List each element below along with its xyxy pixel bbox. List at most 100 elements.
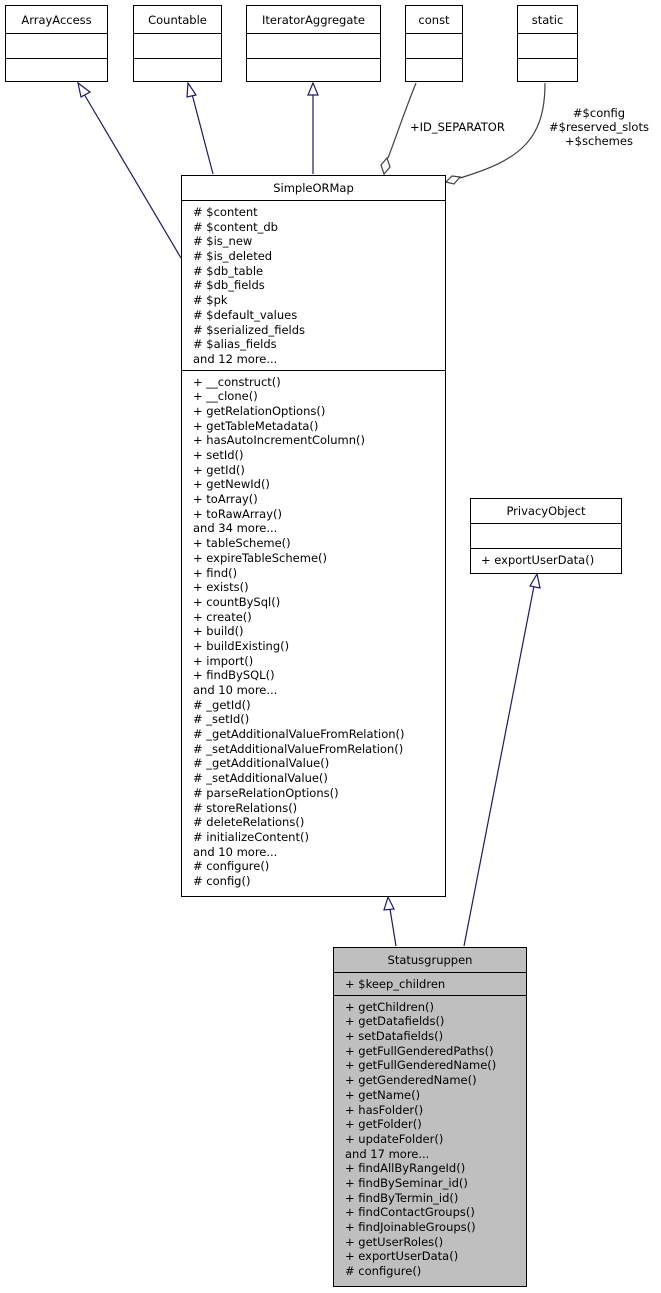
class-title: IteratorAggregate: [247, 6, 380, 34]
attribute-item: # $content: [193, 205, 258, 219]
arrowhead-countable: [186, 81, 197, 98]
method-item: + hasAutoIncrementColumn(): [193, 433, 365, 448]
method-item: + build(): [193, 624, 244, 639]
attribute-item: # $serialized_fields: [193, 322, 306, 337]
method-item: # deleteRelations(): [193, 815, 305, 830]
edge-const-simpleormap: [387, 82, 417, 159]
method-item: + getFullGenderedPaths(): [345, 1043, 494, 1058]
attribute-item: # $pk: [193, 293, 228, 308]
method-item: + getDatafields(): [345, 1014, 445, 1029]
method-item: and 17 more...: [345, 1146, 430, 1161]
method-item: + getId(): [193, 462, 245, 477]
method-item: # _setAdditionalValueFromRelation(): [193, 741, 404, 756]
class-title: PrivacyObject: [471, 499, 621, 524]
method-item: and 10 more...: [193, 683, 278, 697]
class-title: ArrayAccess: [6, 6, 107, 34]
class-attributes-empty: [406, 34, 462, 59]
class-title: const: [406, 6, 462, 34]
attribute-item: and 12 more...: [193, 351, 278, 366]
class-attributes: # $content# $content_db# $is_new# $is_de…: [182, 201, 445, 371]
class-box-arrayaccess[interactable]: ArrayAccess: [5, 5, 108, 82]
class-box-countable[interactable]: Countable: [133, 5, 222, 82]
class-box-statusgruppen[interactable]: Statusgruppen + $keep_children + getChil…: [333, 947, 527, 1287]
method-item: + findJoinableGroups(): [345, 1220, 476, 1234]
method-item: + expireTableScheme(): [193, 550, 327, 565]
edge-label-schemes: +$schemes: [565, 134, 633, 148]
method-item: + create(): [193, 609, 252, 624]
class-attributes-empty: [6, 34, 107, 59]
class-box-const[interactable]: const: [405, 5, 463, 82]
class-box-simpleormap[interactable]: SimpleORMap # $content# $content_db# $is…: [181, 175, 446, 897]
edge-simpleormap-arrayaccess: [83, 93, 182, 259]
attribute-item: # $content_db: [193, 219, 278, 234]
method-item: + import(): [193, 653, 254, 668]
edge-static-simpleormap: [459, 82, 546, 179]
method-item: + hasFolder(): [345, 1102, 424, 1117]
method-item: # _setId(): [193, 712, 250, 727]
method-item: + countBySql(): [193, 594, 281, 609]
method-item: + __clone(): [193, 389, 258, 404]
method-item: and 10 more...: [193, 844, 278, 859]
method-item: + getChildren(): [345, 999, 434, 1014]
class-methods: + exportUserData(): [471, 549, 621, 571]
arrowhead-privacyobject: [529, 572, 541, 589]
method-item: + toRawArray(): [193, 506, 282, 521]
diamond-static: [444, 175, 462, 185]
class-attributes: + $keep_children: [334, 973, 526, 996]
method-item: + findBySQL(): [193, 668, 275, 683]
method-item: + findBySeminar_id(): [345, 1175, 468, 1190]
class-title: Countable: [134, 6, 221, 34]
class-attributes-empty: [247, 34, 380, 59]
edge-label-config: #$config: [572, 106, 626, 120]
method-item: + buildExisting(): [193, 638, 290, 653]
method-item: + exportUserData(): [345, 1249, 459, 1264]
method-item: + exportUserData(): [481, 553, 595, 567]
method-item: + findByTermin_id(): [345, 1190, 459, 1205]
class-methods: + __construct()+ __clone()+ getRelationO…: [182, 371, 445, 892]
method-item: + find(): [193, 565, 238, 580]
class-box-static[interactable]: static: [517, 5, 578, 82]
method-item: + toArray(): [193, 492, 258, 507]
method-item: # configure(): [193, 859, 270, 874]
attribute-item: # $db_fields: [193, 278, 265, 293]
edge-simpleormap-countable: [191, 93, 214, 175]
arrowhead-simpleormap: [383, 895, 395, 911]
method-item: + setDatafields(): [345, 1029, 444, 1044]
method-item: + getName(): [345, 1087, 421, 1102]
attribute-item: # $alias_fields: [193, 337, 277, 352]
method-item: # initializeContent(): [193, 829, 309, 844]
edge-label-reserved-slots: #$reserved_slots: [549, 120, 649, 134]
method-item: + getRelationOptions(): [193, 403, 326, 418]
method-item: + findAllByRangeId(): [345, 1161, 466, 1176]
method-item: # config(): [193, 873, 251, 888]
method-item: + __construct(): [193, 374, 281, 389]
class-methods: + getChildren()+ getDatafields()+ setDat…: [334, 996, 526, 1282]
attribute-item: # $is_deleted: [193, 249, 273, 264]
edge-statusgruppen-simpleormap: [389, 908, 397, 947]
edge-label-static: #$config #$reserved_slots +$schemes: [540, 106, 658, 148]
attribute-item: # $default_values: [193, 307, 298, 322]
attribute-item: # $db_table: [193, 263, 264, 278]
method-item: # configure(): [345, 1264, 422, 1279]
method-item: + getFolder(): [345, 1117, 422, 1132]
class-box-iteratoraggregate[interactable]: IteratorAggregate: [246, 5, 381, 82]
method-item: + getNewId(): [193, 477, 270, 492]
method-item: + getTableMetadata(): [193, 418, 319, 433]
method-item: + getGenderedName(): [345, 1073, 477, 1088]
attribute-item: # $is_new: [193, 234, 253, 249]
class-attributes-empty: [134, 34, 221, 59]
class-title: static: [518, 6, 577, 34]
method-item: # _setAdditionalValue(): [193, 771, 328, 786]
edge-statusgruppen-privacyobject: [463, 585, 535, 947]
method-item: # _getId(): [193, 697, 251, 712]
class-title: Statusgruppen: [334, 948, 526, 973]
arrowhead-arrayaccess: [77, 81, 92, 98]
class-attributes-empty: [471, 524, 621, 549]
class-box-privacyobject[interactable]: PrivacyObject + exportUserData(): [470, 498, 622, 574]
method-item: # _getAdditionalValueFromRelation(): [193, 727, 405, 742]
method-item: # parseRelationOptions(): [193, 785, 339, 800]
method-item: + tableScheme(): [193, 536, 291, 551]
method-item: + findContactGroups(): [345, 1205, 475, 1220]
method-item: + setId(): [193, 448, 244, 462]
